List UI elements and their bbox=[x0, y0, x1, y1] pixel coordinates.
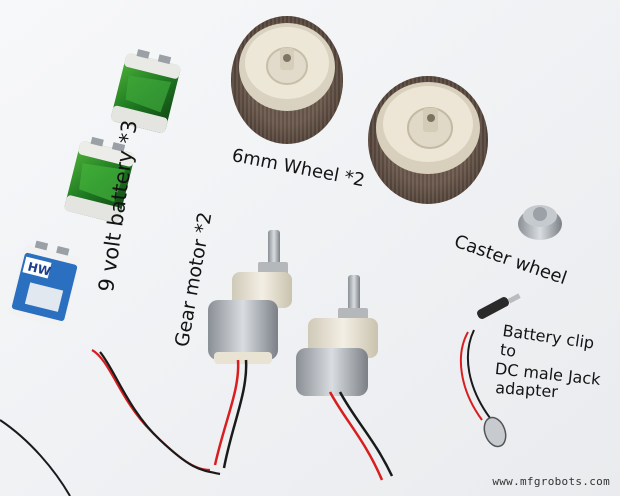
gear-motor-left bbox=[208, 230, 292, 469]
battery-green-middle bbox=[64, 136, 135, 223]
wheel-left bbox=[231, 16, 343, 144]
battery-blue-bottom: HW bbox=[8, 240, 81, 327]
watermark: www.mfgrobots.com bbox=[492, 475, 610, 488]
wheel-right bbox=[368, 76, 488, 204]
battery-clip-adapter bbox=[459, 293, 521, 448]
battery-green-top bbox=[110, 49, 181, 134]
battery-brand-logo: HW bbox=[26, 260, 52, 279]
caster-wheel-part bbox=[518, 205, 562, 240]
gear-motor-right bbox=[296, 275, 394, 481]
loose-wires bbox=[0, 349, 221, 496]
battery-clip-label: Battery clip to DC male Jack adapter bbox=[494, 321, 616, 401]
